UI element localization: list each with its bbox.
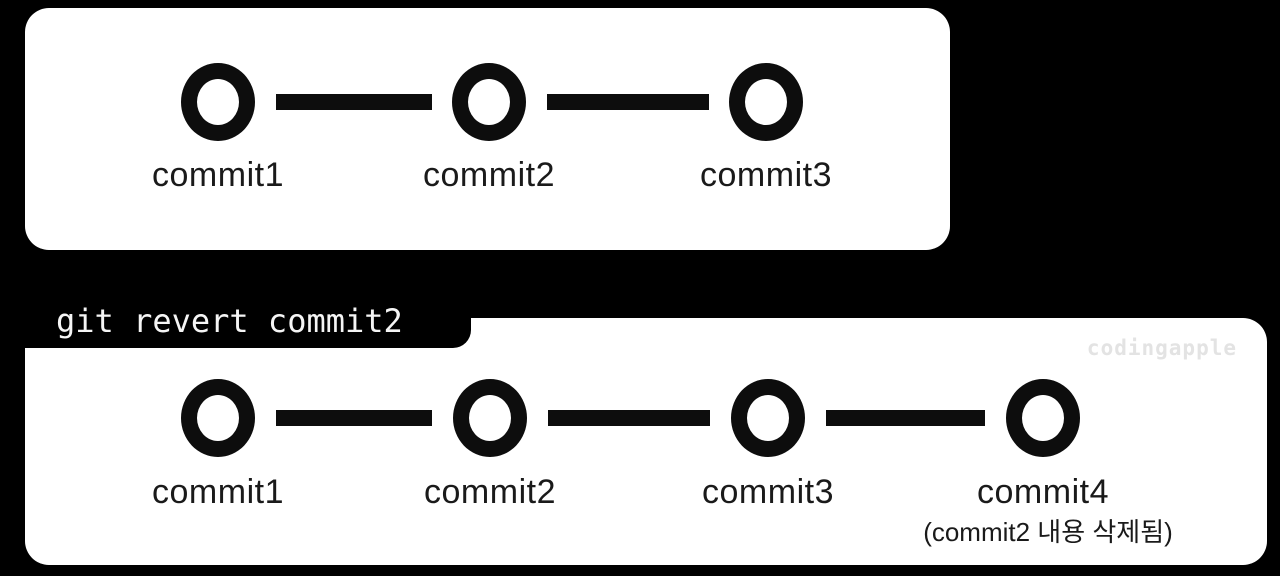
commit-circle-icon (1006, 379, 1080, 457)
commit-connector (276, 94, 432, 110)
commit-connector (276, 410, 432, 426)
commit-circle-icon (453, 379, 527, 457)
commit-label: commit3 (702, 473, 834, 511)
commit-connector (547, 94, 709, 110)
panel-after-revert: codingapple commit1 commit2 commit3 comm… (25, 318, 1267, 565)
commit-label: commit2 (423, 156, 555, 194)
commit-note: (commit2 내용 삭제됨) (923, 517, 1173, 547)
commit-circle-icon (731, 379, 805, 457)
commit-circle-icon (181, 379, 255, 457)
git-command-text: git revert commit2 (56, 302, 403, 340)
commit-circle-icon (729, 63, 803, 141)
commit-label: commit4 (977, 473, 1109, 511)
commit-connector (548, 410, 710, 426)
panel-before-revert: commit1 commit2 commit3 (25, 8, 950, 250)
git-command-tab: git revert commit2 (25, 294, 471, 348)
commit-label: commit1 (152, 473, 284, 511)
commit-label: commit3 (700, 156, 832, 194)
commit-connector (826, 410, 985, 426)
commit-label: commit1 (152, 156, 284, 194)
commit-circle-icon (452, 63, 526, 141)
commit-label: commit2 (424, 473, 556, 511)
commit-circle-icon (181, 63, 255, 141)
watermark: codingapple (1086, 336, 1237, 360)
